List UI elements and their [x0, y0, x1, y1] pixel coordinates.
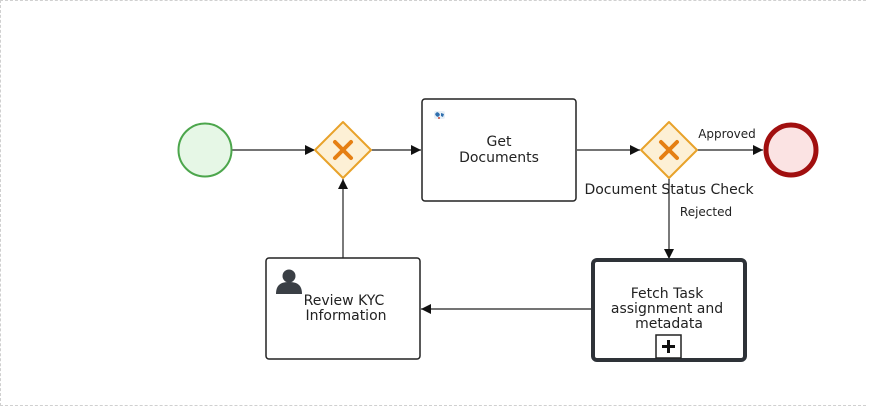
subprocess-fetch-task-line1: Fetch Task [631, 286, 705, 302]
subprocess-fetch-task[interactable]: Fetch Task assignment and metadata [591, 258, 747, 362]
task-get-documents-line1: Get [487, 134, 512, 150]
task-review-kyc-line2: Information [305, 308, 386, 324]
gateway-label: Document Status Check [584, 182, 754, 198]
task-get-documents[interactable]: Get Documents [421, 98, 577, 202]
exclusive-gateway-status-check[interactable] [640, 121, 698, 179]
plus-icon[interactable] [655, 334, 682, 359]
flow-label-approved: Approved [698, 127, 756, 141]
flow-label-rejected: Rejected [680, 205, 732, 219]
world-map-icon [434, 111, 445, 119]
x-icon [333, 140, 353, 160]
task-get-documents-line2: Documents [459, 150, 539, 166]
x-icon [659, 140, 679, 160]
start-event[interactable] [177, 122, 233, 178]
end-event[interactable] [763, 122, 819, 178]
subprocess-fetch-task-line3: metadata [635, 316, 703, 332]
exclusive-gateway-merge[interactable] [314, 121, 372, 179]
task-review-kyc-line1: Review KYC [304, 293, 385, 309]
task-review-kyc[interactable]: Review KYC Information [265, 257, 421, 360]
subprocess-fetch-task-line2: assignment and [611, 301, 723, 317]
user-icon [276, 269, 302, 294]
